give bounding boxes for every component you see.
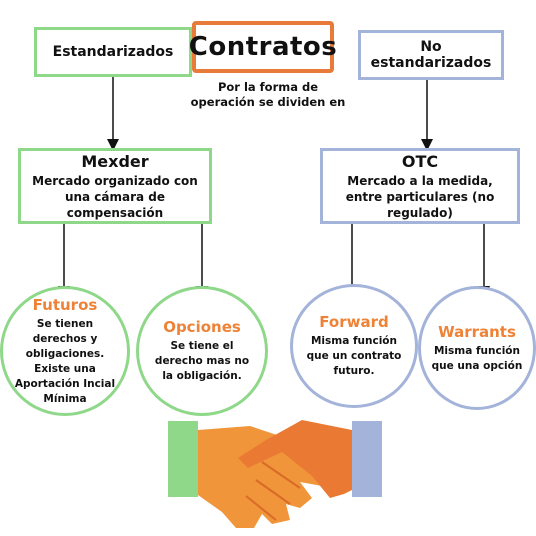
node-otc: OTC Mercado a la medida, entre particula… (320, 148, 520, 224)
node-futuros-title: Futuros (32, 295, 98, 314)
node-otc-title: OTC (401, 151, 439, 171)
handshake-right-hand (238, 420, 352, 498)
node-opciones-title: Opciones (163, 318, 241, 336)
node-mexder-description: Mercado organizado con una cámara de com… (32, 173, 198, 220)
node-otc-description: Mercado a la medida, entre particulares … (345, 173, 495, 220)
handshake-right-cuff (352, 421, 382, 497)
node-warrants-description: Misma función que una opción (431, 344, 523, 372)
node-mexder-title: Mexder (81, 151, 149, 171)
category-no-estandarizados: No estandarizados (358, 30, 504, 80)
page-title: Contratos (188, 32, 338, 62)
node-forward: Forward Misma función que un contrato fu… (290, 284, 418, 408)
node-mexder: Mexder Mercado organizado con una cámara… (18, 148, 212, 224)
node-futuros: Futuros Se tienen derechos y obligacione… (0, 286, 130, 416)
category-estandarizados-label: Estandarizados (52, 44, 174, 60)
node-forward-title: Forward (319, 313, 389, 331)
node-forward-description: Misma función que un contrato futuro. (306, 335, 402, 377)
node-opciones: Opciones Se tiene el derecho mas no la o… (136, 286, 268, 416)
category-estandarizados: Estandarizados (34, 27, 192, 77)
handshake-left-cuff (168, 421, 198, 497)
node-warrants: Warrants Misma función que una opción (418, 286, 536, 410)
title-box: Contratos (189, 21, 337, 73)
subtitle: Por la forma de operación se dividen en (190, 80, 346, 109)
node-warrants-title: Warrants (438, 322, 516, 341)
node-opciones-description: Se tiene el derecho mas no la obligación… (154, 340, 250, 382)
category-no-estandarizados-label: No estandarizados (370, 39, 492, 71)
node-futuros-description: Se tienen derechos y obligaciones. Exist… (14, 317, 116, 405)
